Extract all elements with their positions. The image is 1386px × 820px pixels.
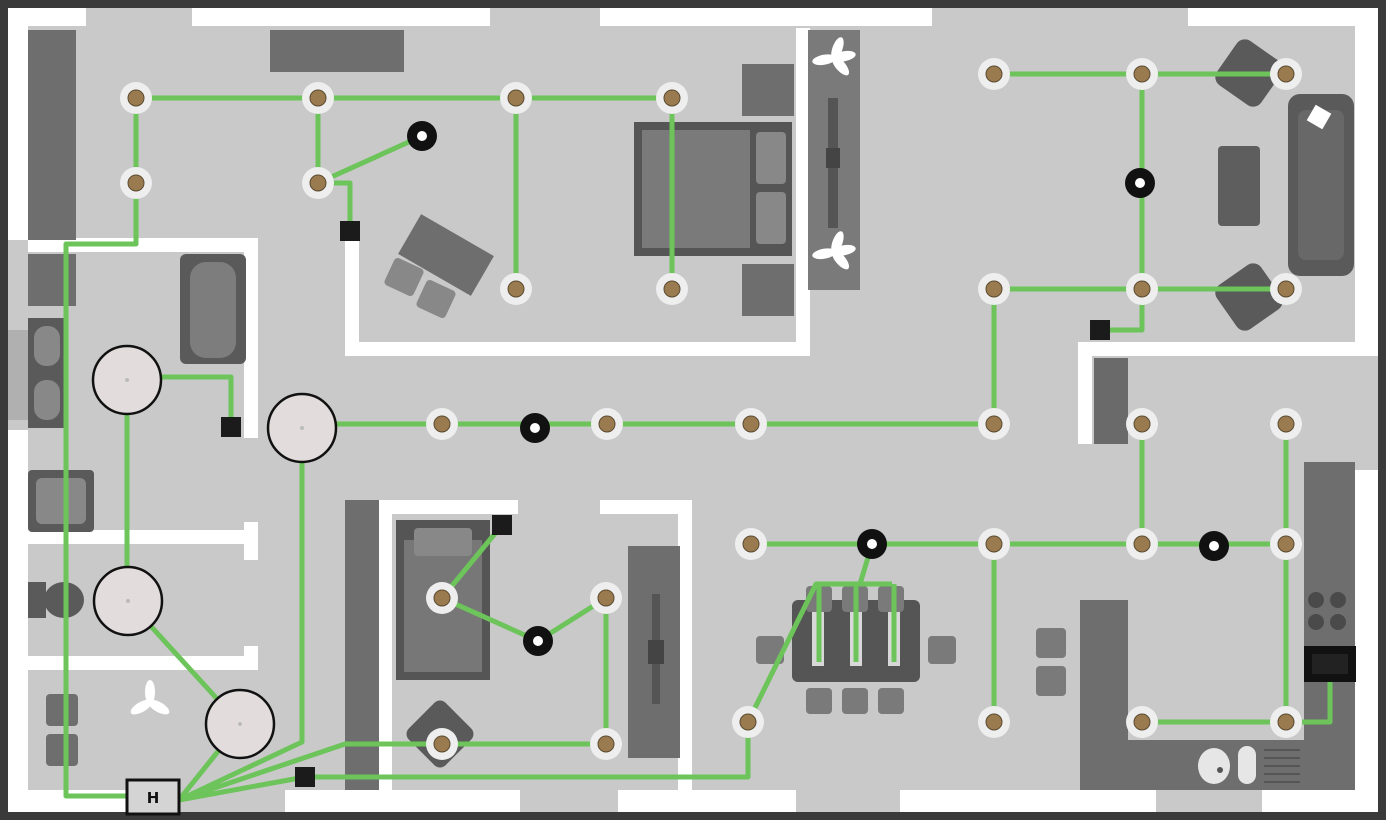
smart-speaker (1306, 104, 1332, 130)
wire-run (1142, 424, 1289, 725)
coffee-table (1218, 146, 1260, 226)
chair (416, 279, 456, 319)
ceiling-light-icon[interactable] (978, 408, 1010, 440)
wire-run (178, 581, 892, 803)
ceiling-light-icon[interactable] (735, 408, 767, 440)
wall-switch-icon[interactable] (1090, 320, 1110, 340)
ceiling-light-icon[interactable] (1270, 528, 1302, 560)
pendant-light-icon[interactable] (91, 344, 163, 416)
ceiling-light-icon[interactable] (1126, 408, 1158, 440)
wifi-relay-icon[interactable] (1199, 531, 1229, 561)
wifi-relay-icon[interactable] (523, 626, 553, 656)
wifi-relay-icon[interactable] (857, 529, 887, 559)
dryer (46, 734, 78, 766)
wall-panel-icon[interactable] (1304, 646, 1356, 682)
dresser (270, 30, 404, 72)
desk (398, 214, 494, 296)
ceiling-light-icon[interactable] (978, 528, 1010, 560)
nightstand (742, 64, 794, 116)
ceiling-light-icon[interactable] (1270, 58, 1302, 90)
wall-switch-icon[interactable] (221, 417, 241, 437)
ceiling-light-icon[interactable] (302, 82, 334, 114)
ceiling-light-icon[interactable] (426, 408, 458, 440)
walls (8, 8, 1378, 812)
ceiling-light-icon[interactable] (591, 408, 623, 440)
ceiling-light-icon[interactable] (656, 82, 688, 114)
ceiling-light-icon[interactable] (732, 706, 764, 738)
ceiling-light-icon[interactable] (500, 273, 532, 305)
bed-mattress (642, 130, 750, 248)
fan-icon (130, 680, 170, 715)
ceiling-light-icon[interactable] (590, 728, 622, 760)
wifi-relay-icon[interactable] (1125, 168, 1155, 198)
ceiling-light-icon[interactable] (426, 582, 458, 614)
hub-box-icon[interactable] (125, 778, 181, 816)
washer (46, 694, 78, 726)
ceiling-light-icon[interactable] (978, 58, 1010, 90)
wall-switch-icon[interactable] (340, 221, 360, 241)
ceiling-light-icon[interactable] (735, 528, 767, 560)
nightstand (742, 264, 794, 316)
wire-run (177, 424, 305, 803)
devices (91, 58, 1356, 787)
wifi-relay-icon[interactable] (407, 121, 437, 151)
wall-switch-icon[interactable] (295, 767, 315, 787)
pendant-light-icon[interactable] (92, 565, 164, 637)
ceiling-light-icon[interactable] (978, 706, 1010, 738)
fan-icon (812, 231, 856, 270)
pendant-light-icon[interactable] (266, 392, 338, 464)
pendant-light-icon[interactable] (204, 688, 276, 760)
kitchen-sink (1198, 748, 1230, 784)
ceiling-light-icon[interactable] (978, 273, 1010, 305)
kitchen-island (1080, 600, 1128, 790)
shelf (28, 254, 76, 306)
ceiling-light-icon[interactable] (1270, 273, 1302, 305)
ceiling-light-icon[interactable] (426, 728, 458, 760)
toilet (28, 582, 46, 618)
chair (384, 257, 424, 297)
ceiling-light-icon[interactable] (1126, 528, 1158, 560)
ceiling-light-icon[interactable] (302, 167, 334, 199)
ceiling-light-icon[interactable] (500, 82, 532, 114)
hub-label: H (147, 789, 160, 807)
ceiling-light-icon[interactable] (1270, 706, 1302, 738)
fan-icon (812, 37, 856, 76)
tv-cabinet (1094, 358, 1128, 444)
ceiling-light-icon[interactable] (120, 82, 152, 114)
armchair (1215, 263, 1283, 331)
ceiling-light-icon[interactable] (1270, 408, 1302, 440)
window-left (8, 330, 30, 420)
wire-run (178, 741, 606, 803)
ceiling-light-icon[interactable] (656, 273, 688, 305)
ceiling-light-icon[interactable] (1126, 706, 1158, 738)
ceiling-light-icon[interactable] (1126, 58, 1158, 90)
hub[interactable]: H (125, 778, 181, 816)
wardrobe (28, 30, 76, 240)
wall-switch-icon[interactable] (492, 515, 512, 535)
wifi-relay-icon[interactable] (520, 413, 550, 443)
ceiling-light-icon[interactable] (120, 167, 152, 199)
ceiling-light-icon[interactable] (1126, 273, 1158, 305)
ceiling-light-icon[interactable] (590, 582, 622, 614)
